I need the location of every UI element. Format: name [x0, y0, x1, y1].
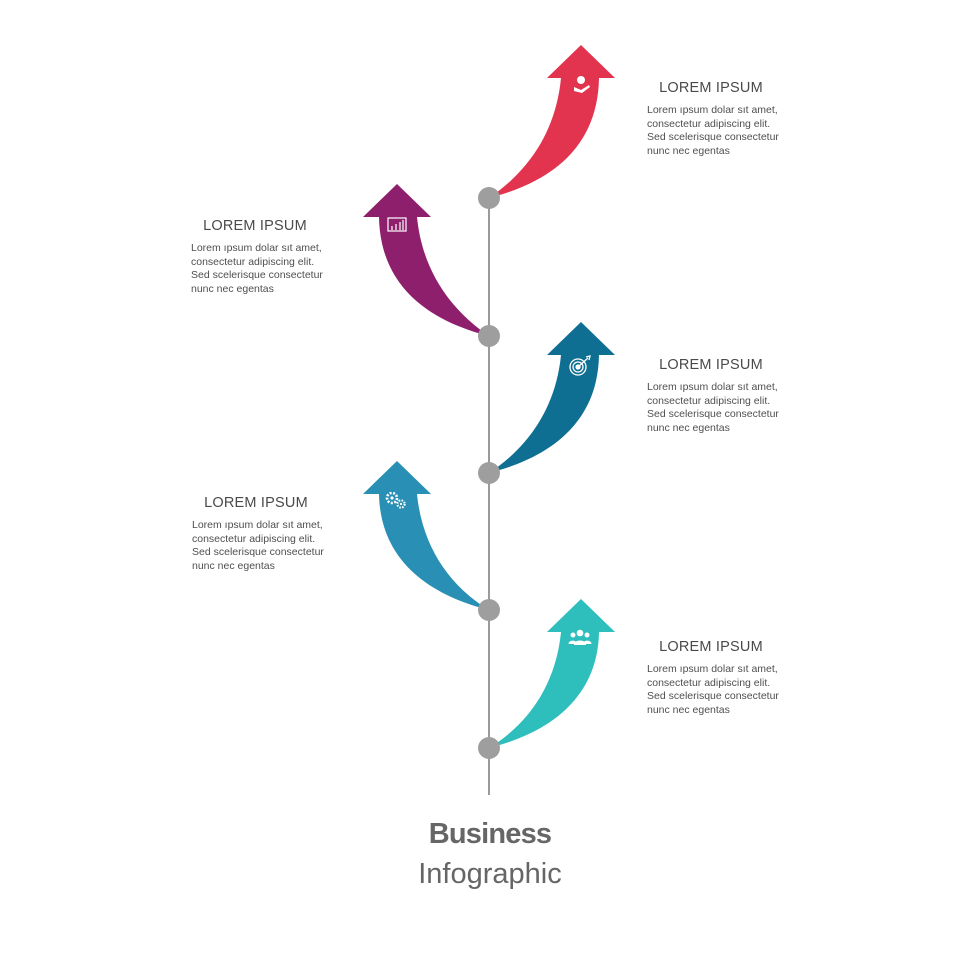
step-2-body-line: Sed scelerisque consectetur [191, 269, 323, 282]
step-2-heading: LOREM IPSUM [203, 218, 307, 234]
step-2-body: Lorem ıpsum dolar sıt amet, consectetur … [165, 242, 345, 296]
step-5-body-line: Sed scelerisque consectetur [647, 690, 779, 703]
step-2-text: LOREM IPSUM Lorem ıpsum dolar sıt amet, … [165, 218, 345, 296]
step-4-body-line: Sed scelerisque consectetur [192, 546, 324, 559]
step-1-text: LOREM IPSUM Lorem ıpsum dolar sıt amet, … [621, 80, 801, 158]
step-4-body-line: consectetur adipiscing elit. [192, 532, 316, 545]
bar-chart-icon [387, 217, 407, 232]
step-3-arrow [489, 322, 615, 473]
step-2-body-line: consectetur adipiscing elit. [191, 255, 315, 268]
gears-icon [385, 491, 406, 509]
step-4-body-line: Lorem ıpsum dolar sıt amet, [192, 519, 323, 531]
step-3-body-line: Sed scelerisque consectetur [647, 408, 779, 421]
step-4-body: Lorem ıpsum dolar sıt amet, consectetur … [166, 519, 346, 573]
step-2-body-line: nunc nec egentas [191, 282, 274, 295]
step-5-arrow [489, 599, 615, 748]
step-1-heading: LOREM IPSUM [659, 80, 763, 96]
step-2-body-line: Lorem ıpsum dolar sıt amet, [191, 242, 322, 254]
step-2-arrow-shape [363, 184, 489, 336]
step-5-heading: LOREM IPSUM [659, 639, 763, 655]
step-1-body-line: Lorem ıpsum dolar sıt amet, [647, 104, 778, 116]
step-1-node [478, 187, 500, 209]
step-4-text: LOREM IPSUM Lorem ıpsum dolar sıt amet, … [166, 495, 346, 573]
step-5-arrow-shape [489, 599, 615, 748]
title-business: Business [428, 818, 552, 850]
step-3-arrow-shape [489, 322, 615, 473]
title-infographic: Infographic [418, 858, 562, 890]
step-1-arrow-shape [489, 45, 615, 198]
step-5-body-line: nunc nec egentas [647, 703, 730, 716]
step-5-body: Lorem ıpsum dolar sıt amet, consectetur … [621, 663, 801, 717]
step-4-arrow [363, 461, 489, 610]
step-3-text: LOREM IPSUM Lorem ıpsum dolar sıt amet, … [621, 357, 801, 435]
team-icon [568, 629, 592, 645]
step-2-arrow [363, 184, 489, 336]
step-4-arrow-shape [363, 461, 489, 610]
money-hand-icon [574, 76, 590, 93]
step-1-body-line: nunc nec egentas [647, 144, 730, 157]
step-3-body-line: Lorem ıpsum dolar sıt amet, [647, 381, 778, 393]
step-1-body-line: consectetur adipiscing elit. [647, 117, 771, 130]
step-5-body-line: consectetur adipiscing elit. [647, 676, 771, 689]
step-3-body-line: consectetur adipiscing elit. [647, 394, 771, 407]
step-5-body-line: Lorem ıpsum dolar sıt amet, [647, 663, 778, 675]
step-1-body-line: Sed scelerisque consectetur [647, 131, 779, 144]
step-5-text: LOREM IPSUM Lorem ıpsum dolar sıt amet, … [621, 639, 801, 717]
step-4-heading: LOREM IPSUM [204, 495, 308, 511]
step-1-body: Lorem ıpsum dolar sıt amet, consectetur … [621, 104, 801, 158]
step-1-arrow [489, 45, 615, 198]
step-3-body-line: nunc nec egentas [647, 421, 730, 434]
step-4-body-line: nunc nec egentas [192, 559, 275, 572]
step-4-node [478, 599, 500, 621]
step-3-node [478, 462, 500, 484]
step-5-node [478, 737, 500, 759]
step-3-heading: LOREM IPSUM [659, 357, 763, 373]
step-2-node [478, 325, 500, 347]
step-3-body: Lorem ıpsum dolar sıt amet, consectetur … [621, 381, 801, 435]
target-icon [569, 355, 591, 376]
